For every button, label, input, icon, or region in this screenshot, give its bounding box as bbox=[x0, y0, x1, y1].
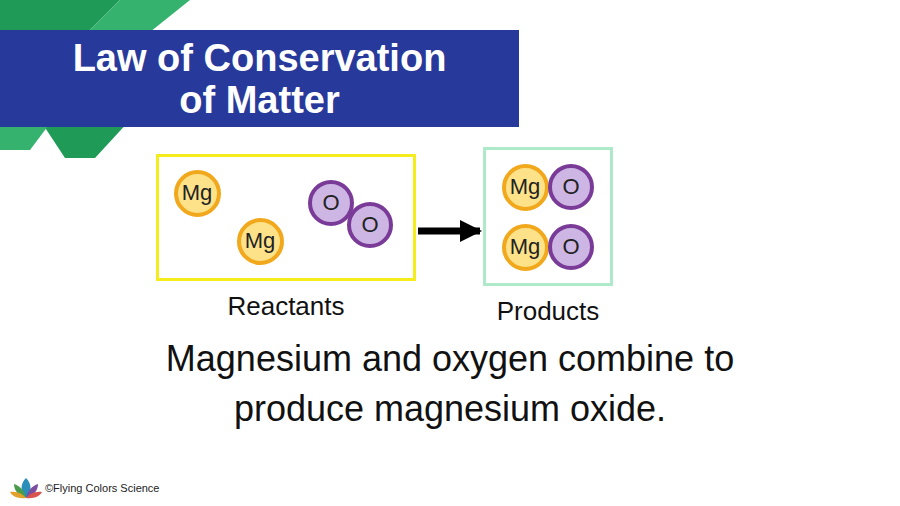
atom-symbol: O bbox=[322, 192, 339, 214]
title-banner: Law of Conservation of Matter bbox=[0, 30, 519, 127]
atom-circle: Mg bbox=[502, 224, 549, 271]
atom-symbol: O bbox=[562, 176, 579, 198]
copyright-note: ©Flying Colors Science bbox=[45, 482, 159, 494]
atom-circle: O bbox=[548, 224, 594, 270]
atom-symbol: Mg bbox=[510, 176, 541, 198]
reaction-arrow bbox=[418, 228, 480, 235]
atom-circle: O bbox=[548, 164, 594, 210]
caption: Magnesium and oxygen combine to produce … bbox=[105, 334, 795, 434]
title: Law of Conservation of Matter bbox=[60, 37, 460, 121]
atom-symbol: Mg bbox=[510, 236, 541, 258]
atom-symbol: Mg bbox=[182, 182, 213, 204]
atom-circle: O bbox=[347, 202, 393, 248]
atom-symbol: Mg bbox=[245, 230, 276, 252]
reaction-box: ReactantsMgMgOO bbox=[156, 154, 416, 322]
atom-symbol: O bbox=[562, 236, 579, 258]
box-heading: Reactants bbox=[156, 291, 416, 322]
lotus-logo bbox=[10, 478, 42, 498]
atom-symbol: O bbox=[361, 214, 378, 236]
atom-circle: Mg bbox=[237, 218, 284, 265]
atom-circle: Mg bbox=[174, 170, 221, 217]
box-heading: Products bbox=[483, 296, 613, 327]
reaction-box: ProductsMgOMgO bbox=[483, 147, 613, 327]
atom-circle: Mg bbox=[502, 164, 549, 211]
box-outline bbox=[483, 147, 613, 286]
